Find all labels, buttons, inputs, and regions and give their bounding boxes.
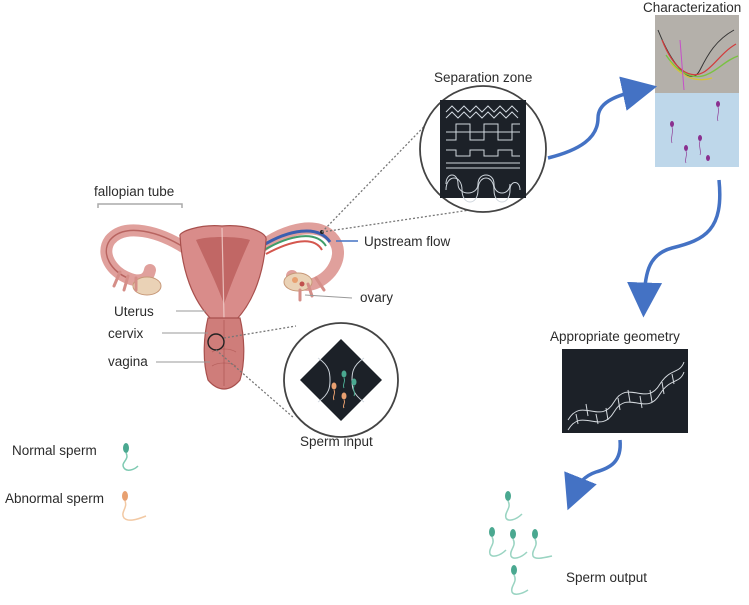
ovary-label: ovary [360, 290, 393, 305]
normal-sperm-legend-icon [122, 443, 139, 471]
vagina-label: vagina [108, 354, 148, 369]
appropriate-geometry-panel [562, 349, 688, 433]
sperm-output-label: Sperm output [566, 570, 647, 585]
cervix-label: cervix [108, 326, 144, 341]
abnormal-sperm-legend-icon [122, 491, 147, 521]
characterization-image-microscopy [655, 93, 739, 167]
appropriate-geometry-label: Appropriate geometry [550, 329, 680, 344]
arrow-to-characterization [547, 76, 658, 160]
characterization-label: Characterization [643, 0, 741, 15]
zoom-connector [215, 349, 295, 419]
input-sperm-abnormal [331, 382, 347, 409]
zoom-connector [223, 325, 297, 339]
sperm-input-magnifier [283, 322, 399, 438]
characterization-images [655, 15, 739, 167]
input-sperm-normal [341, 370, 357, 397]
uterus-illustration [100, 222, 344, 390]
arrow-to-output [564, 439, 622, 511]
arrow-to-geometry [627, 179, 722, 318]
separation-zone-label: Separation zone [434, 70, 532, 85]
zoom-connector [321, 209, 471, 233]
characterization-image-tracking [655, 15, 739, 93]
left-ovary [132, 276, 162, 296]
fallopian-tube-bracket [97, 203, 183, 208]
output-sperm [510, 565, 529, 595]
separation-zone-magnifier [419, 85, 547, 213]
output-sperm [504, 491, 523, 521]
uterus-label: Uterus [114, 304, 154, 319]
zoom-connector [321, 107, 443, 233]
ovary-leader-line [304, 294, 353, 299]
output-sperm [488, 527, 507, 557]
output-sperm [509, 529, 528, 559]
abnormal-sperm-label: Abnormal sperm [5, 491, 104, 506]
output-sperm [531, 529, 553, 560]
fallopian-tube-label: fallopian tube [94, 184, 174, 199]
upstream-flow-label: Upstream flow [364, 234, 451, 249]
sperm-output-cluster [488, 491, 553, 595]
right-ovary [283, 272, 313, 292]
sperm-input-label: Sperm input [300, 434, 373, 449]
normal-sperm-label: Normal sperm [12, 443, 97, 458]
